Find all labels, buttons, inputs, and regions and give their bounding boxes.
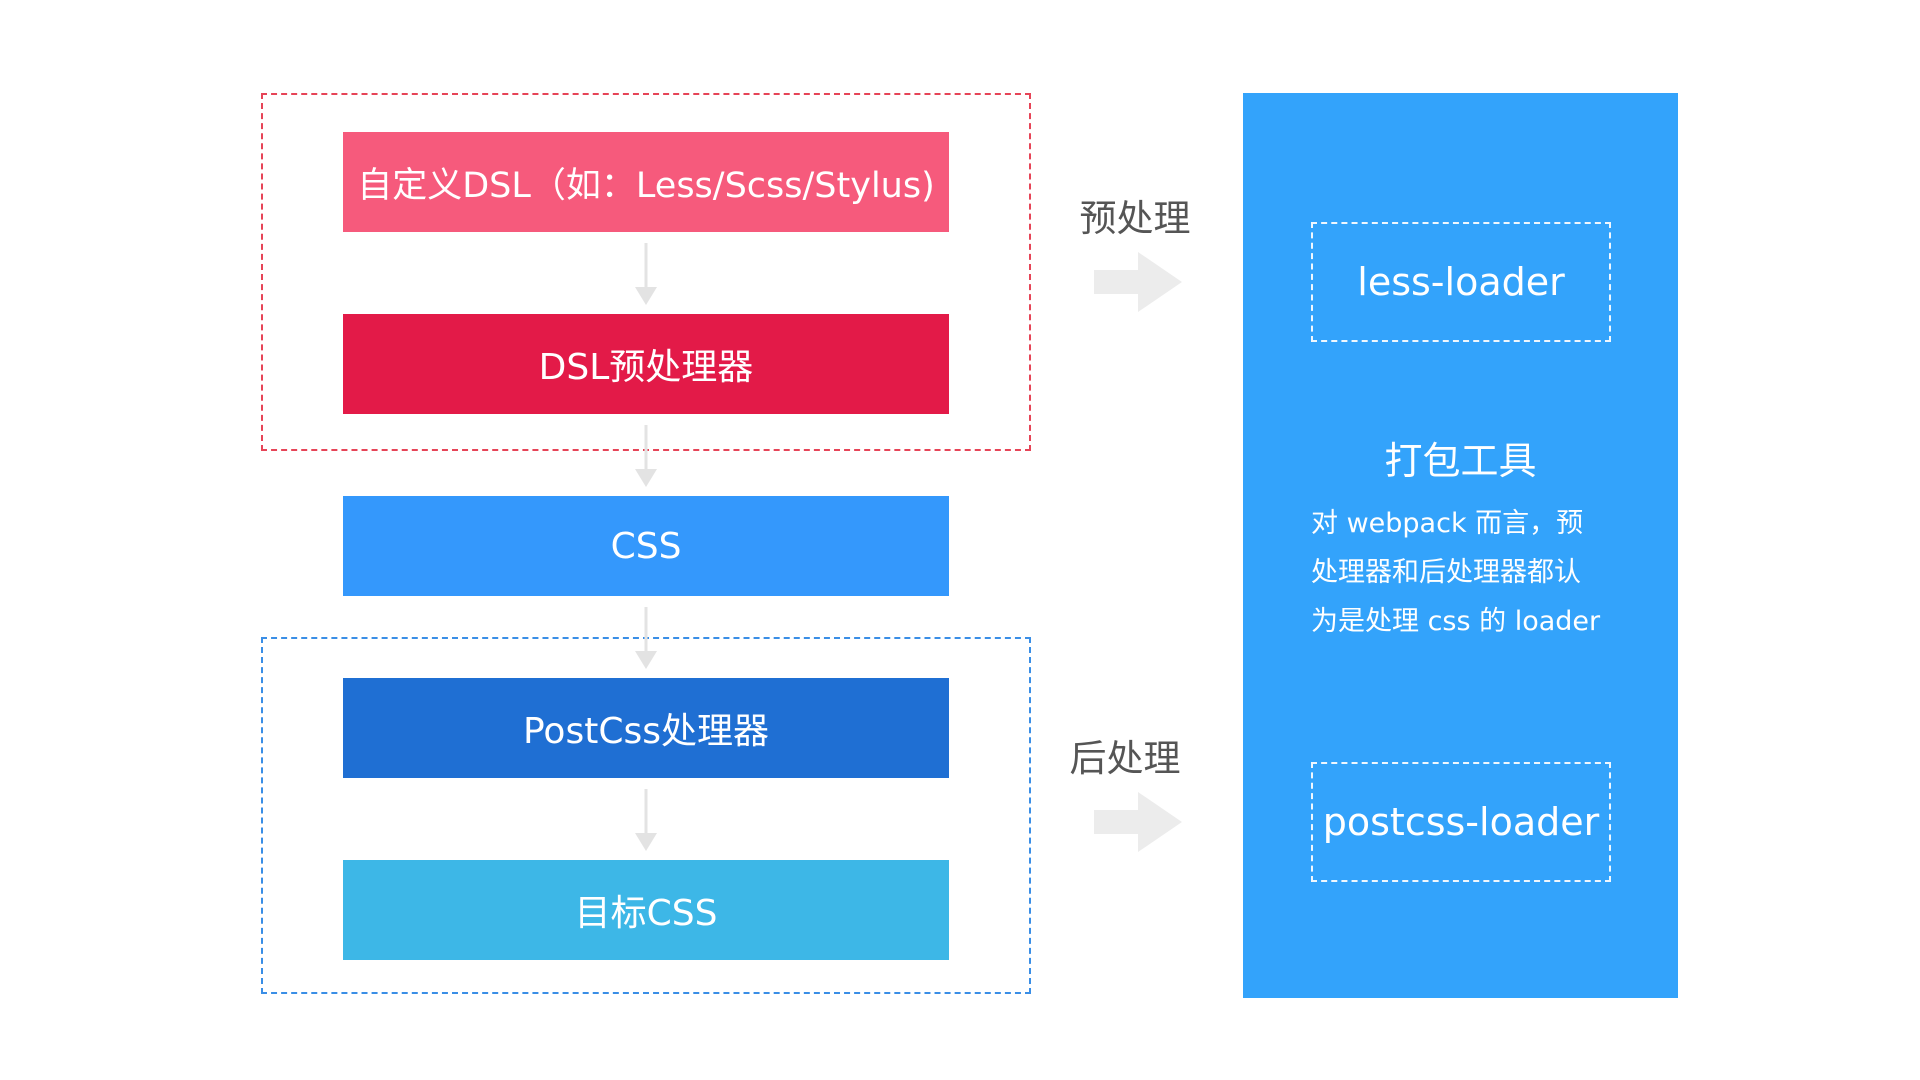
bundler-title: 打包工具: [1384, 439, 1537, 483]
less-loader-box: less-loader: [1311, 222, 1611, 342]
arrow-down-icon: [635, 425, 657, 487]
postprocess-label: 后处理: [1069, 737, 1181, 780]
postcss-loader-box: postcss-loader: [1311, 762, 1611, 882]
step-postcss-processor: PostCss处理器: [343, 678, 949, 778]
arrow-right-icon: [1094, 252, 1182, 312]
step-css: CSS: [343, 496, 949, 596]
step-dsl-preprocessor: DSL预处理器: [343, 314, 949, 414]
bundler-note-line: 对 webpack 而言，预: [1311, 508, 1584, 539]
bundler-panel: [1243, 93, 1678, 998]
step-custom-dsl: 自定义DSL（如：Less/Scss/Stylus): [343, 132, 949, 232]
bundler-note-line: 为是处理 css 的 loader: [1311, 606, 1601, 637]
bundler-note-line: 处理器和后处理器都认: [1311, 557, 1581, 588]
arrow-down-icon: [635, 243, 657, 305]
preprocess-label: 预处理: [1079, 197, 1191, 240]
arrow-right-icon: [1094, 792, 1182, 852]
arrow-down-icon: [635, 789, 657, 851]
arrow-down-icon: [635, 607, 657, 669]
step-target-css: 目标CSS: [343, 860, 949, 960]
